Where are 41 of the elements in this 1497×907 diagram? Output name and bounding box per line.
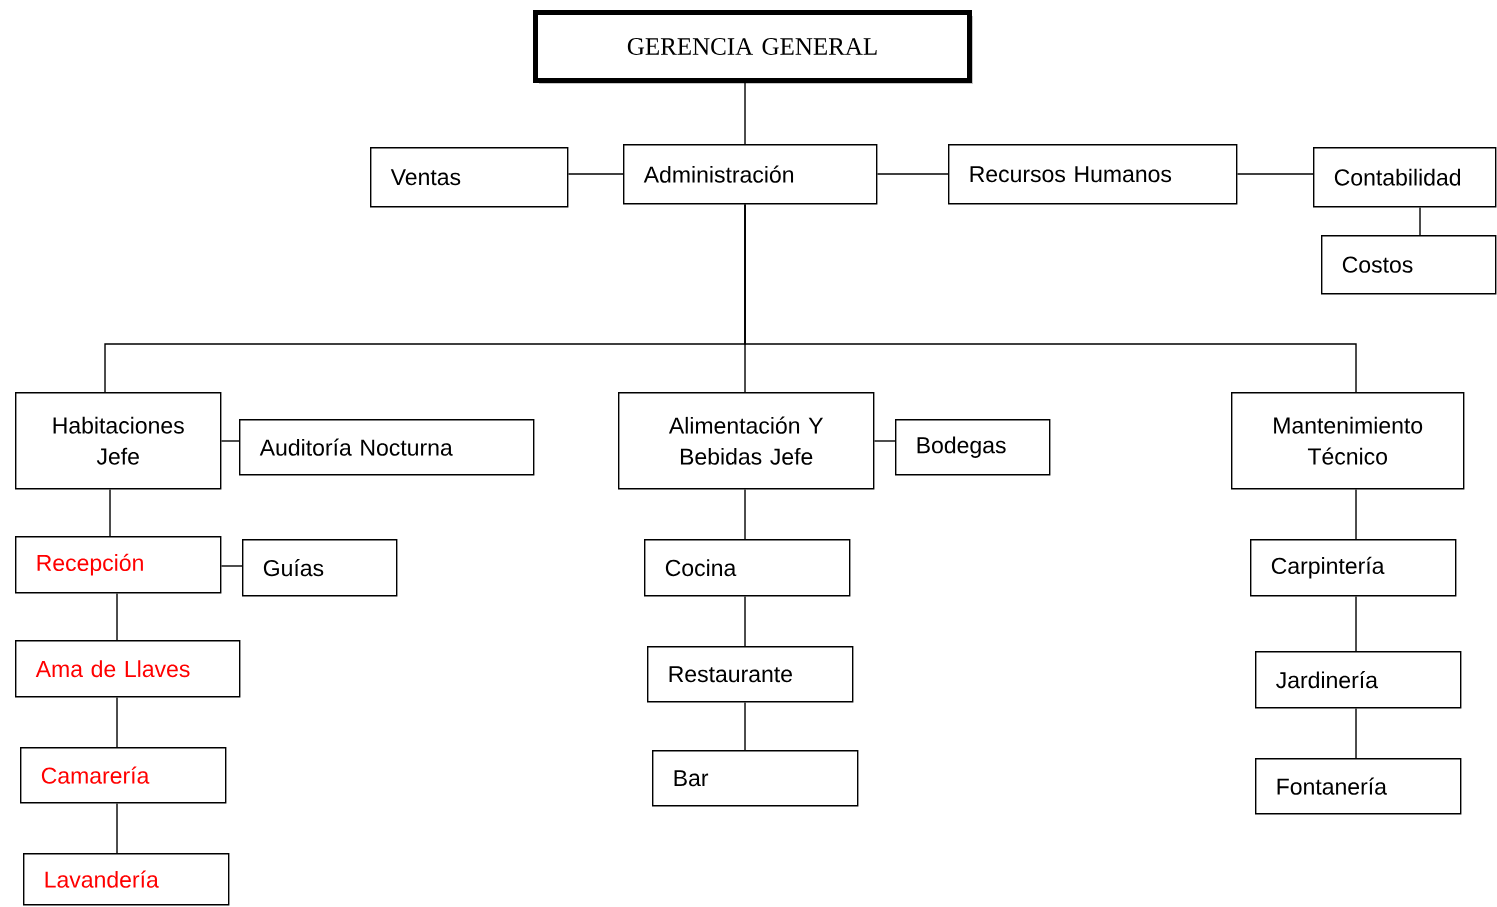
connector-line xyxy=(1419,206,1421,236)
connector-line xyxy=(744,595,746,647)
org-box: Contabilidad xyxy=(1313,147,1497,208)
org-box: Mantenimiento Técnico xyxy=(1231,392,1465,490)
connector-line xyxy=(116,802,118,854)
org-box: Administración xyxy=(623,144,878,205)
org-box: Ventas xyxy=(370,147,569,208)
connector-line xyxy=(744,203,1357,393)
connector-line xyxy=(567,173,624,175)
org-box: Habitaciones Jefe xyxy=(15,392,222,490)
connector-line xyxy=(1355,707,1357,759)
connector-line xyxy=(1355,488,1357,540)
org-box: Restaurante xyxy=(647,646,854,703)
connector-line xyxy=(220,565,243,567)
org-box: Bodegas xyxy=(895,419,1051,476)
org-box: Costos xyxy=(1321,235,1497,295)
connector-line xyxy=(873,440,896,442)
org-box: Jardinería xyxy=(1255,651,1462,709)
org-box: Recursos Humanos xyxy=(948,144,1238,205)
org-box: Auditoría Nocturna xyxy=(239,419,535,476)
connector-line xyxy=(744,488,746,540)
org-box: Cocina xyxy=(644,539,851,597)
org-box: Bar xyxy=(652,750,859,807)
connector-line xyxy=(744,82,746,145)
org-box: Guías xyxy=(242,539,398,597)
connector-line xyxy=(220,440,240,442)
org-box: Carpintería xyxy=(1250,539,1457,597)
org-box: Camarería xyxy=(20,747,227,804)
connector-line xyxy=(1236,173,1314,175)
org-box: Recepción xyxy=(15,536,222,594)
connector-line xyxy=(744,701,746,751)
connector-line xyxy=(116,696,118,748)
org-box: Ama de Llaves xyxy=(15,640,241,698)
org-box: Fontanería xyxy=(1255,758,1462,815)
org-box: Alimentación Y Bebidas Jefe xyxy=(618,392,875,490)
connector-line xyxy=(1355,595,1357,652)
title-box: GERENCIA GENERAL xyxy=(533,10,973,84)
connector-line xyxy=(876,173,949,175)
connector-line xyxy=(116,592,118,641)
connector-line xyxy=(109,488,111,537)
org-box: Lavandería xyxy=(23,853,230,906)
